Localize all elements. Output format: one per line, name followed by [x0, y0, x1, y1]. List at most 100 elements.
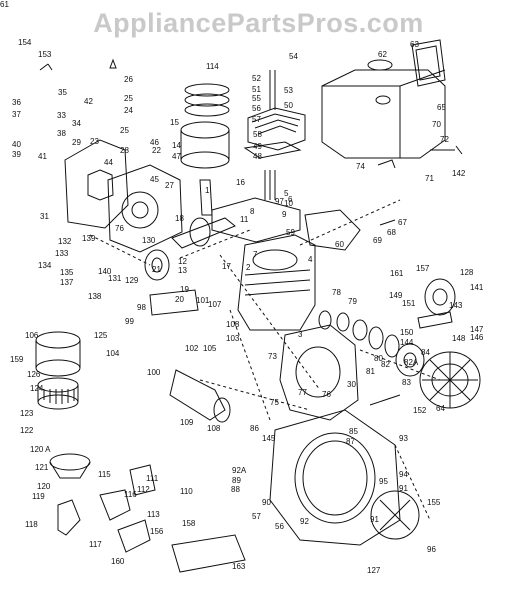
callout-label: 104: [106, 349, 120, 358]
callout-label: 2: [246, 263, 251, 272]
callout-label: 93: [399, 434, 408, 443]
callout-label: 123: [20, 409, 34, 418]
callout-label: 81: [366, 367, 375, 376]
callout-label: 10: [284, 199, 293, 208]
callout-label: 18: [175, 214, 184, 223]
recoil-starter: [417, 278, 456, 329]
callout-label: 133: [55, 249, 69, 258]
callout-label: 36: [12, 98, 21, 107]
callout-label: 129: [125, 276, 139, 285]
callout-label: 151: [402, 299, 416, 308]
callout-label: 114: [206, 62, 219, 71]
callout-label: 152: [413, 406, 427, 415]
callout-label: 101: [196, 296, 210, 305]
callout-label: 24: [124, 106, 133, 115]
callout-label: 117: [89, 540, 102, 549]
callout-label: 54: [289, 52, 298, 61]
callout-label: 71: [425, 174, 434, 183]
shroud: [304, 209, 361, 251]
callout-label: 135: [60, 268, 74, 277]
callout-label: 79: [348, 297, 357, 306]
callout-label: 86: [250, 424, 259, 433]
callout-label: 73: [268, 352, 277, 361]
callout-label: 19: [180, 285, 189, 294]
callout-label: 108: [207, 424, 221, 433]
callout-label: 58: [253, 130, 262, 139]
callout-label: 75: [270, 398, 279, 407]
callout-label: 35: [58, 88, 67, 97]
callout-label: 108: [226, 320, 240, 329]
callout-label: 130: [142, 236, 156, 245]
blower-housing: [269, 324, 401, 546]
callout-label: 74: [356, 162, 365, 171]
callout-label: 92: [300, 517, 309, 526]
callout-label: 144: [400, 338, 414, 347]
callout-label: 82A: [404, 358, 419, 367]
air-cleaner: [35, 331, 81, 410]
callout-label: 141: [470, 283, 484, 292]
callout-label: 44: [104, 158, 113, 167]
callout-label: 125: [94, 331, 108, 340]
callout-label: 48: [253, 152, 262, 161]
callout-label: 155: [427, 498, 441, 507]
callout-label: 5: [284, 189, 289, 198]
callout-label: 94: [399, 470, 408, 479]
callout-label: 156: [150, 527, 164, 536]
callout-label: 110: [180, 487, 193, 496]
callout-label: 161: [390, 269, 404, 278]
callout-label: 4: [308, 255, 313, 264]
callout-label: 42: [84, 97, 93, 106]
carburetor: [49, 453, 156, 553]
callout-label: 26: [124, 75, 133, 84]
callout-label: 59: [286, 228, 295, 237]
callout-label: 95: [379, 477, 388, 486]
callout-label: 56: [252, 104, 261, 113]
callout-label: 55: [252, 94, 261, 103]
callout-label: 159: [10, 355, 24, 364]
callout-label: 140: [98, 267, 112, 276]
callout-label: 78: [332, 288, 341, 297]
callout-label: 56: [275, 522, 284, 531]
callout-label: 115: [98, 470, 111, 479]
callout-label: 28: [120, 146, 129, 155]
callout-label: 103: [226, 334, 240, 343]
callout-label: 27: [165, 181, 174, 190]
callout-label: 143: [449, 301, 463, 310]
callout-label: 49: [253, 142, 262, 151]
callout-label: 121: [35, 463, 49, 472]
crankcase-cover: [64, 139, 183, 253]
callout-label: 63: [410, 40, 419, 49]
callout-label: 52: [252, 74, 261, 83]
flywheel: [395, 343, 481, 409]
callout-label: 25: [120, 126, 129, 135]
callout-label: 3: [298, 330, 303, 339]
callout-label: 31: [40, 212, 49, 221]
callout-label: 9: [282, 210, 287, 219]
callout-label: 92A: [232, 466, 247, 475]
assembly-lines: [89, 199, 441, 521]
gear: [144, 249, 170, 281]
callout-label: 70: [432, 120, 441, 129]
callout-label: 120 A: [30, 445, 51, 454]
callout-label: 22: [152, 146, 161, 155]
callout-label: 128: [460, 268, 474, 277]
callout-label: 51: [252, 85, 261, 94]
callout-label: 1: [205, 186, 210, 195]
callout-label: 113: [147, 510, 160, 519]
piston-rings: [180, 83, 230, 169]
callout-label: 122: [20, 426, 34, 435]
callout-label: 99: [125, 317, 134, 326]
callout-label: 46: [150, 138, 159, 147]
callout-label: 25: [124, 94, 133, 103]
callout-label: 39: [12, 150, 21, 159]
callout-label: 30: [347, 380, 356, 389]
callout-label: 72: [440, 135, 449, 144]
callout-label: 98: [137, 303, 146, 312]
callout-label: 53: [284, 86, 293, 95]
callout-label: 41: [38, 152, 47, 161]
callout-label: 20: [175, 295, 184, 304]
callout-label: 116: [124, 490, 137, 499]
callout-label: 57: [252, 115, 261, 124]
decal: [171, 534, 246, 573]
